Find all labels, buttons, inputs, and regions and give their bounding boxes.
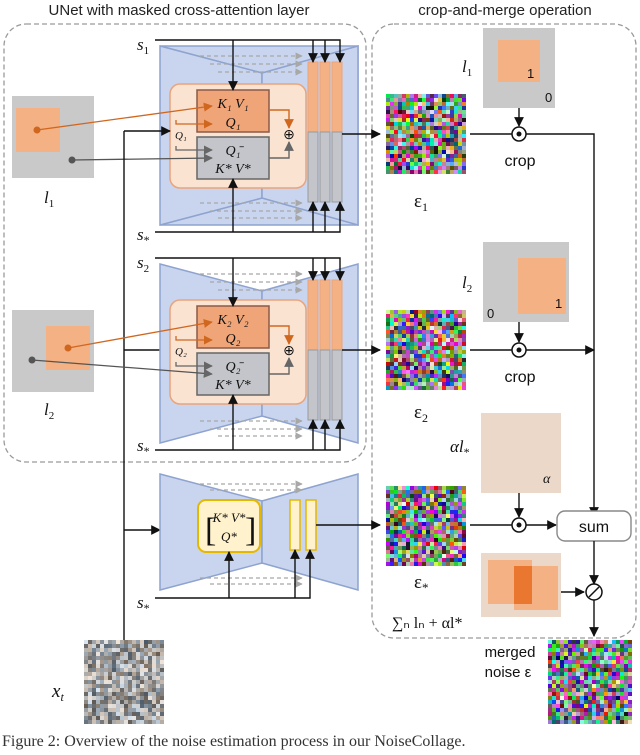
mask-l1-label: l1: [462, 57, 472, 79]
unet-3: K* V* Q* [ ]: [155, 473, 359, 599]
crop-label-2: crop: [504, 369, 535, 386]
unet-1: K₁ V₁ Q₁ Q₁̄ K* V* Q₁ ⊕: [155, 39, 359, 233]
mask-alpha-label: αl*: [450, 437, 470, 459]
prompt-s1: s1: [137, 35, 149, 57]
prompt-s2: s2: [137, 253, 149, 275]
left-dashed-frame: [3, 23, 367, 463]
prompt-sstar-2: s*: [137, 436, 150, 458]
mask-l2-label: l2: [462, 273, 472, 295]
qbar-label-2: Q₂̄: [226, 360, 245, 375]
noise-eps1: [386, 94, 466, 174]
mask-alpha: [481, 413, 561, 493]
kv-label-1: K₁ V₁: [216, 97, 248, 112]
svg-text:[: [: [205, 512, 216, 549]
right-section-title: crop-and-merge operation: [418, 2, 591, 19]
add-icon-2: ⊕: [283, 344, 295, 359]
svg-text:]: ]: [245, 512, 256, 549]
crop-label-1: crop: [504, 153, 535, 170]
prompt-sstar-1: s*: [137, 225, 150, 247]
xt-label: xt: [51, 681, 64, 704]
figure-caption: Figure 2: Overview of the noise estimati…: [2, 733, 466, 750]
svg-text:1: 1: [527, 66, 534, 81]
q-input-label-1: Q₁: [175, 130, 187, 142]
svg-text:0: 0: [487, 306, 494, 321]
unet-2: K₂ V₂ Q₂ Q₂̄ K* V* Q₂ ⊕: [155, 257, 359, 451]
kstar-label-1: K* V*: [214, 162, 250, 177]
q-label-1: Q₁: [226, 116, 241, 131]
noise-eps2: [386, 310, 466, 390]
add-icon-1: ⊕: [283, 128, 295, 143]
eps1-label: ε1: [414, 191, 428, 214]
matrix-kv-label: K* V*: [212, 510, 246, 525]
eps2-label: ε2: [414, 402, 428, 425]
noise-epsstar: [386, 486, 466, 566]
matrix-q-label: Q*: [221, 529, 237, 544]
merged-label-line2: noise ε: [485, 664, 532, 681]
kv-label-2: K₂ V₂: [216, 313, 248, 328]
sum-label: sum: [579, 519, 609, 536]
noise-xt: [84, 640, 164, 724]
layout-l2-label: l2: [44, 400, 54, 422]
merged-label-line1: merged: [485, 644, 536, 661]
q-label-2: Q₂: [226, 332, 241, 347]
q-input-label-2: Q₂: [175, 346, 187, 358]
qbar-label-1: Q₁̄: [226, 144, 245, 159]
prompt-sstar-3: s*: [137, 593, 150, 615]
right-dashed-frame: [371, 23, 637, 639]
epsstar-label: ε*: [414, 572, 428, 595]
noise-merged: [548, 640, 632, 724]
svg-text:0: 0: [545, 90, 552, 105]
left-section-title: UNet with masked cross-attention layer: [49, 2, 310, 19]
svg-text:1: 1: [555, 296, 562, 311]
kstar-label-2: K* V*: [214, 378, 250, 393]
svg-text:α: α: [543, 472, 551, 487]
layout-sum-label: ∑ₙ lₙ + αl*: [392, 615, 462, 632]
layout-l1-label: l1: [44, 188, 54, 210]
